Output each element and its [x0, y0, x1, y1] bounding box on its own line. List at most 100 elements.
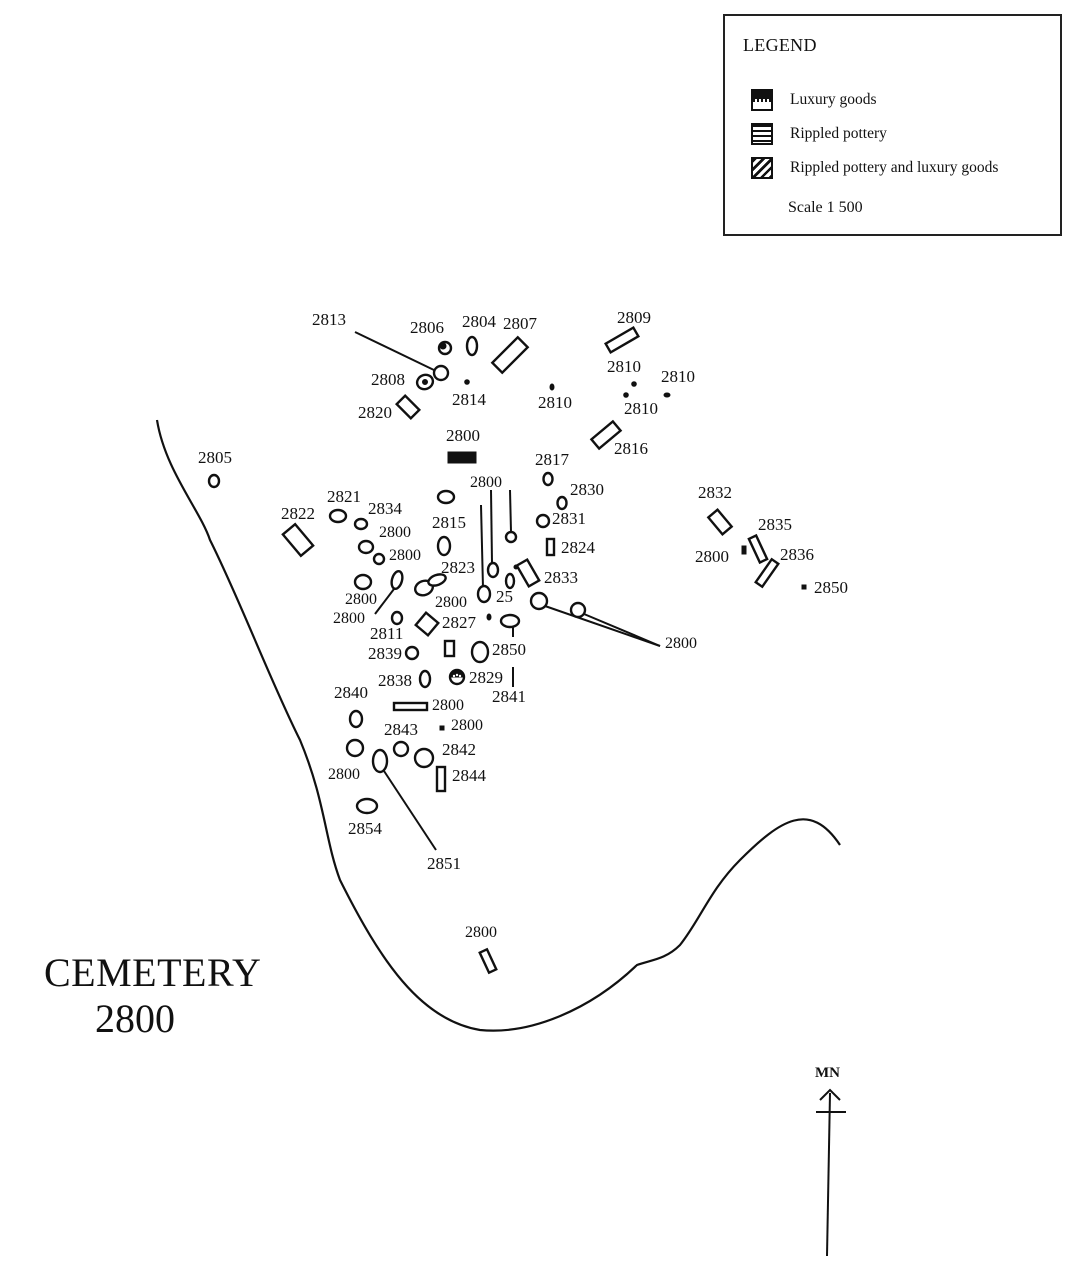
grave-label: 2832 [698, 483, 732, 502]
grave-2800[interactable] [529, 591, 549, 611]
grave-2839[interactable] [404, 645, 420, 661]
grave-label: 2809 [617, 308, 651, 327]
grave-label: 2830 [570, 480, 604, 499]
grave-label: 2800 [470, 474, 502, 491]
grave-2800[interactable] [478, 947, 498, 975]
grave-2800[interactable] [392, 701, 429, 712]
grave-label: 2840 [334, 683, 368, 702]
grave-label: 2844 [452, 766, 487, 785]
grave-2850[interactable] [801, 584, 807, 590]
grave-2800[interactable] [357, 539, 375, 555]
grave-2843-rippled[interactable] [392, 740, 410, 758]
grave-2833[interactable] [515, 557, 541, 589]
luxury-marker [422, 379, 428, 385]
grave-2821[interactable] [328, 508, 348, 524]
grave-2807[interactable] [490, 335, 530, 375]
legend-title: LEGEND [743, 35, 817, 55]
grave-2804[interactable] [465, 335, 479, 357]
legend-label: Rippled pottery [790, 125, 887, 142]
grave-2800[interactable] [443, 639, 456, 658]
grave-label: 2821 [327, 487, 361, 506]
grave-2836[interactable] [754, 557, 780, 589]
legend-label: Luxury goods [790, 91, 877, 108]
grave-2816[interactable] [589, 419, 623, 451]
grave-2832[interactable] [706, 508, 734, 536]
grave-label: 2834 [368, 499, 403, 518]
luxury-goods-swatch-icon [751, 89, 773, 111]
luxury-marker [439, 342, 447, 350]
leader-line [374, 588, 395, 615]
grave-2811[interactable] [390, 610, 404, 626]
grave-label: 2839 [368, 644, 402, 663]
grave-label: 2850 [492, 640, 526, 659]
grave-2850[interactable] [470, 640, 490, 664]
grave-2800[interactable] [372, 552, 386, 566]
grave-label: 2810 [607, 357, 641, 376]
grave-2810[interactable] [623, 392, 629, 398]
grave-label: 2800 [333, 610, 365, 627]
grave-label: 2800 [328, 766, 360, 783]
grave-label: 2808 [371, 370, 405, 389]
grave-2810[interactable] [663, 392, 671, 398]
legend-label: Rippled pottery and luxury goods [790, 159, 999, 176]
grave-2834[interactable] [353, 517, 369, 531]
grave-2809[interactable] [604, 326, 640, 354]
grave-2831[interactable] [535, 513, 551, 529]
grave-label: 2823 [441, 558, 475, 577]
leader-line [480, 504, 484, 589]
grave-2827[interactable] [414, 611, 440, 637]
grave-label: 2833 [544, 568, 578, 587]
grave-label: 2810 [661, 367, 695, 386]
grave-2810[interactable] [549, 383, 555, 391]
grave-2800[interactable] [741, 545, 747, 555]
grave-2829-luxury[interactable] [448, 668, 466, 686]
grave-label: 2800 [389, 547, 421, 564]
grave-2844[interactable] [435, 765, 447, 793]
grave-2842-rippled[interactable] [413, 747, 435, 769]
rippled-and-luxury-swatch-icon [751, 157, 773, 179]
legend-item-rippled: Rippled pottery [751, 123, 887, 145]
grave-label: 2835 [758, 515, 792, 534]
grave-2815[interactable] [436, 535, 452, 557]
grave-2854[interactable] [355, 797, 379, 815]
grave-label: 2831 [552, 509, 586, 528]
map-scale: Scale 1 500 [788, 199, 863, 216]
grave-2800[interactable] [439, 725, 445, 731]
grave-2830[interactable] [556, 495, 568, 511]
grave-2822[interactable] [281, 522, 315, 558]
grave-2838[interactable] [418, 669, 432, 689]
legend-item-luxury: Luxury goods [751, 89, 877, 111]
grave-2850-both[interactable] [499, 613, 521, 629]
grave-2800[interactable] [353, 573, 373, 591]
grave-label: 2851 [427, 854, 461, 873]
grave-label: 2814 [452, 390, 487, 409]
leader-line [490, 489, 493, 564]
grave-2800[interactable] [345, 738, 365, 758]
leader-line [544, 605, 661, 647]
grave-label: 2810 [538, 393, 572, 412]
grave-2813[interactable] [432, 364, 450, 382]
grave-2840-both[interactable] [348, 709, 364, 729]
grave-2815-top[interactable] [436, 489, 456, 505]
grave-25[interactable] [504, 572, 516, 590]
grave-2814[interactable] [464, 379, 470, 385]
grave-2805[interactable] [207, 473, 221, 489]
grave-2835[interactable] [747, 533, 769, 565]
grave-2810[interactable] [631, 381, 637, 387]
grave-label: 2829 [469, 668, 503, 687]
grave-2800[interactable] [476, 584, 492, 604]
grave-label: 2800 [345, 591, 377, 608]
grave-2824[interactable] [545, 537, 556, 557]
grave-2800[interactable] [504, 530, 518, 544]
legend-item-both: Rippled pottery and luxury goods [751, 157, 998, 179]
grave-2820[interactable] [394, 393, 422, 421]
grave-2800[interactable] [486, 561, 500, 579]
grave-2817[interactable] [542, 471, 554, 487]
grave-2800[interactable] [390, 570, 404, 590]
grave-2851[interactable] [371, 748, 389, 774]
grave-2823[interactable] [427, 572, 447, 588]
cemetery-boundary-line [155, 419, 841, 1032]
grave-label: 2815 [432, 513, 466, 532]
grave-2800-luxury[interactable] [447, 451, 477, 464]
grave-label: 2800 [446, 426, 480, 445]
